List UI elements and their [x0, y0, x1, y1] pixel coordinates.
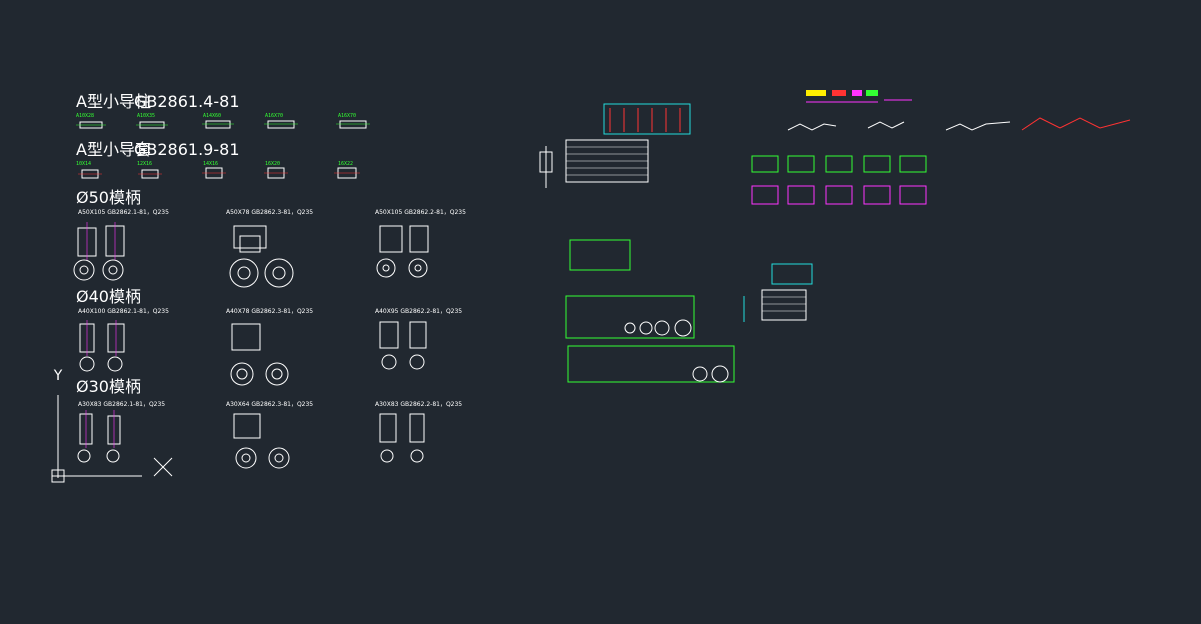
sleeve-label: 10X14 — [76, 161, 91, 167]
guide-post-labels: A10X28 A10X35 A14X60 A16X70 A16X70 — [76, 113, 356, 119]
caption: A50X105 GB2862.1-81，Q235 — [78, 209, 169, 216]
caption: A30X83 GB2862.2-81，Q235 — [375, 401, 462, 408]
sleeve-label: 16X20 — [265, 161, 280, 167]
section-d30-title: Ø30模柄 — [76, 377, 141, 396]
guide-post-standard: GB2861.4-81 — [134, 92, 240, 111]
guide-post-drawings[interactable] — [76, 120, 370, 129]
guide-post-title: A型小导柱 — [76, 92, 151, 111]
section-d50-title: Ø50模柄 — [76, 188, 141, 207]
caption: A50X78 GB2862.3-81，Q235 — [226, 209, 313, 216]
sleeve-label: 16X22 — [338, 161, 353, 167]
section-d40-title: Ø40模柄 — [76, 287, 141, 306]
sleeve-label: 14X16 — [203, 161, 218, 167]
caption: A30X64 GB2862.3-81，Q235 — [226, 401, 313, 408]
ucs-icon: Y — [51, 368, 142, 483]
post-label: A10X28 — [76, 113, 94, 119]
die-shank-drawings-d50[interactable] — [73, 222, 429, 288]
row-captions-d40: A40X100 GB2862.1-81，Q235 A40X78 GB2862.3… — [78, 308, 462, 315]
caption: A50X105 GB2862.2-81，Q235 — [375, 209, 466, 216]
middle-block-drawings[interactable] — [539, 103, 813, 383]
caption: A40X100 GB2862.1-81，Q235 — [78, 308, 169, 315]
post-label: A16X70 — [338, 113, 356, 119]
guide-sleeve-labels: 10X14 12X16 14X16 16X20 16X22 — [76, 161, 353, 167]
post-label: A14X60 — [203, 113, 221, 119]
guide-sleeve-drawings[interactable] — [78, 167, 360, 179]
die-shank-drawings-d30[interactable] — [77, 410, 425, 469]
guide-sleeve-title: A型小导套 — [76, 140, 151, 159]
sleeve-label: 12X16 — [137, 161, 152, 167]
row-captions-d50: A50X105 GB2862.1-81，Q235 A50X78 GB2862.3… — [78, 209, 466, 216]
close-icon — [153, 457, 173, 477]
row-captions-d30: A30X83 GB2862.1-81，Q235 A30X64 GB2862.3-… — [78, 401, 462, 408]
die-shank-drawings-d40[interactable] — [79, 320, 427, 386]
right-symbol-grid[interactable] — [751, 90, 1131, 205]
caption: A30X83 GB2862.1-81，Q235 — [78, 401, 165, 408]
caption: A40X78 GB2862.3-81，Q235 — [226, 308, 313, 315]
caption: A40X95 GB2862.2-81，Q235 — [375, 308, 462, 315]
post-label: A10X35 — [137, 113, 155, 119]
guide-sleeve-standard: GB2861.9-81 — [134, 140, 240, 159]
post-label: A16X70 — [265, 113, 283, 119]
ucs-y-label: Y — [53, 368, 63, 384]
